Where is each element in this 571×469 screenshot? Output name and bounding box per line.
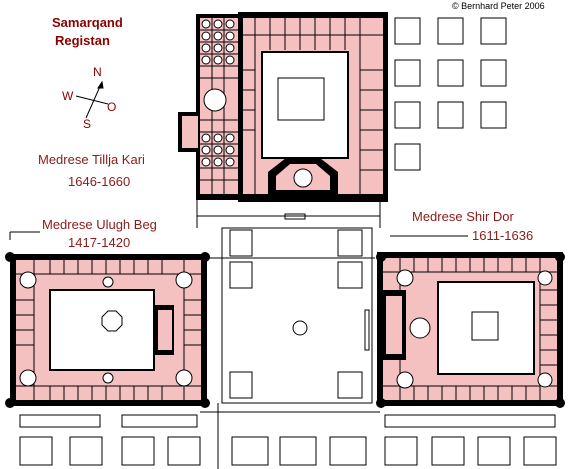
plaza-block [337,261,363,289]
map-title: Samarqand [52,15,123,30]
medrese-ulugh-beg [5,252,210,408]
plaza-block [337,371,363,399]
compass-south-label: S [83,117,92,131]
plaza-block [337,229,363,257]
plaza-fountain [292,320,308,336]
square-outline [9,200,468,469]
copyright-notice: © Bernhard Peter 2006 [452,1,545,11]
compass-east-label: O [107,100,117,114]
compass-rose [75,80,109,119]
south-shops [19,414,557,466]
outbuildings [394,17,507,171]
building-name-ulugh-beg: Medrese Ulugh Beg [42,217,157,232]
building-dates-tillja-kari: 1646-1660 [68,174,131,189]
building-dates-shir-dor: 1611-1636 [472,228,534,243]
building-name-tillja-kari: Medrese Tillja Kari [38,152,145,167]
compass-west-label: W [62,89,74,103]
medrese-tillja-kari [178,12,388,202]
medrese-shir-dor [376,252,565,408]
plaza-block [229,261,253,289]
compass-north-label: N [93,65,102,79]
plaza-block [229,229,253,257]
building-name-shir-dor: Medrese Shir Dor [412,209,514,224]
plaza-block [229,371,253,399]
map-subtitle: Registan [55,33,110,48]
registan-plaza [229,229,370,399]
building-dates-ulugh-beg: 1417-1420 [68,235,131,250]
